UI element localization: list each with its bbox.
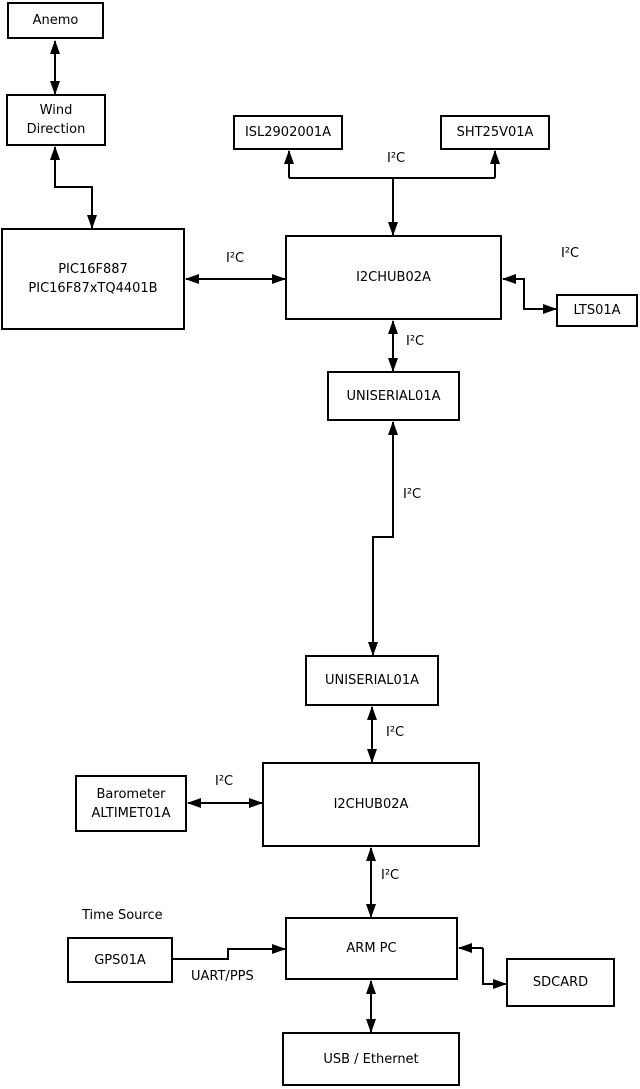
node-barometer-line2: ALTIMET01A [91,805,171,821]
node-lts01a-label: LTS01A [573,303,621,318]
edge-label-i2c: I²C [386,725,405,740]
node-sdcard-label: SDCARD [532,975,589,990]
node-wind-direction: Wind Direction [6,94,106,146]
node-usb-ethernet: USB / Ethernet [282,1032,460,1086]
edge-label-i2c: I²C [381,868,400,883]
edge-label-i2c: I²C [406,334,425,349]
node-uniserial01a-top: UNISERIAL01A [327,371,460,421]
edge-label-i2c: I²C [403,487,422,502]
node-usb-ethernet-label: USB / Ethernet [323,1051,419,1067]
node-isl2902001a: ISL2902001A [233,115,343,150]
node-anemo-label: Anemo [32,13,79,28]
node-pic16f887: PIC16F887 PIC16F87xTQ4401B [1,228,185,330]
node-i2chub02a-bottom-label: I2CHUB02A [333,797,409,812]
edge-label-i2c: I²C [226,251,245,266]
annotation-time-source: Time Source [82,908,163,923]
node-gps01a: GPS01A [67,937,173,983]
node-pic16f887-line2: PIC16F87xTQ4401B [28,281,158,296]
node-anemo: Anemo [7,2,104,39]
edge-uni1-uni2 [368,422,394,656]
node-wind-direction-line2: Direction [26,122,86,137]
node-gps01a-label: GPS01A [94,952,146,968]
node-sdcard: SDCARD [506,958,615,1007]
edge-uni2-uni1 [372,421,398,655]
node-barometer-line1: Barometer [96,786,166,802]
node-arm-pc-label: ARM PC [346,941,397,956]
node-uniserial01a-top-label: UNISERIAL01A [346,388,441,404]
node-wind-direction-line1: Wind [39,103,73,118]
edge-wind-direction-pic [54,147,97,229]
edge-label-uart-pps: UART/PPS [191,969,254,984]
node-uniserial01a-bottom: UNISERIAL01A [305,655,439,706]
edge-armpc-sdcard [482,948,507,989]
node-sht25v01a: SHT25V01A [440,115,550,150]
node-pic16f887-line1: PIC16F887 [58,262,128,277]
node-i2chub02a-top-label: I2CHUB02A [356,270,431,285]
edge-label-i2c: I²C [387,151,406,166]
node-barometer-altimet01a: Barometer ALTIMET01A [75,775,187,832]
edge-lts-hub1 [502,274,525,309]
edge-label-i2c: I²C [561,246,580,261]
edge-label-i2c: I²C [215,774,234,789]
node-sht25v01a-label: SHT25V01A [456,125,534,140]
edge-hub1-lts [523,279,557,314]
node-arm-pc: ARM PC [285,917,458,980]
node-isl2902001a-label: ISL2902001A [244,125,332,140]
node-uniserial01a-bottom-label: UNISERIAL01A [325,673,419,688]
edge-gps-armpc [173,944,286,960]
node-i2chub02a-top: I2CHUB02A [285,235,502,320]
node-i2chub02a-bottom: I2CHUB02A [262,762,480,847]
node-lts01a: LTS01A [556,294,638,327]
